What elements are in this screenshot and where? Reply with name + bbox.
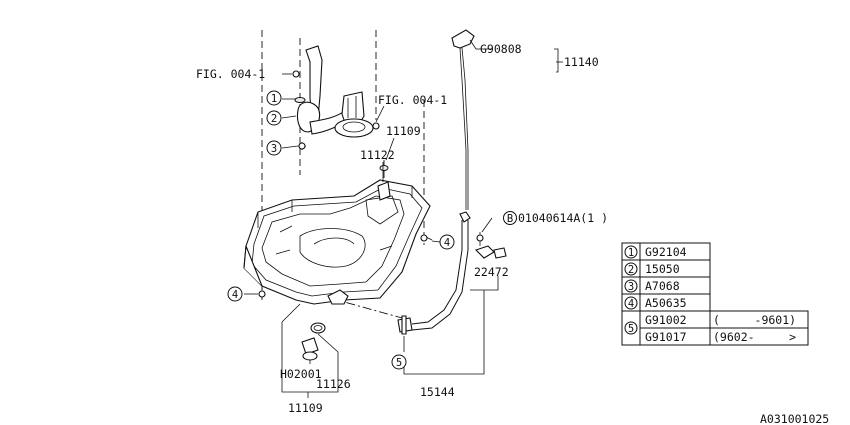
legend-num: 1 (628, 247, 634, 259)
legend-circle-icon (624, 296, 638, 310)
legend-num: 4 (628, 298, 634, 310)
dipstick (451, 29, 475, 210)
legend-part: G91002 (645, 313, 687, 327)
legend-part: G92104 (645, 245, 687, 259)
oil-pan (243, 165, 431, 305)
callout-22472: 22472 (474, 265, 509, 279)
legend-circle-icon (624, 279, 638, 293)
bolt-icon (420, 234, 428, 242)
diagram-id: A031001025 (760, 412, 829, 425)
marker-circle-icon (266, 90, 282, 106)
legend-table: 1 G92104 2 15050 3 A7068 4 A50635 5 G910… (621, 242, 809, 346)
callout-h02001: H02001 (280, 367, 322, 381)
callout-15144: 15144 (420, 385, 455, 399)
legend-note: ( -9601) (713, 313, 796, 327)
legend-num: 3 (628, 281, 634, 293)
marker-1: 1 (271, 93, 277, 105)
legend-num: 5 (628, 323, 634, 335)
marker-circle-icon (503, 211, 517, 225)
washer-icon (310, 322, 326, 334)
gasket-ring-icon (294, 97, 306, 103)
legend-note: (9602- > (713, 330, 796, 344)
callout-labels: FIG. 004-1 FIG. 004-1 11109 11122 G90808… (196, 42, 608, 415)
legend-part: A50635 (645, 296, 687, 310)
circled-markers: 1 2 3 4 4 5 B (227, 90, 517, 370)
legend-circle-icon (624, 262, 638, 276)
legend-part: A7068 (645, 279, 680, 293)
legend-circle-icon (624, 321, 638, 335)
marker-2: 2 (271, 113, 277, 125)
bolt-icon (292, 70, 300, 78)
bolt-icon (258, 290, 266, 298)
callout-fig-left: FIG. 004-1 (196, 67, 265, 81)
marker-circle-icon (439, 234, 455, 250)
legend-circle-icon (624, 245, 638, 259)
callout-11109-top: 11109 (386, 124, 421, 138)
legend-num: 2 (628, 264, 634, 276)
leader-lines (244, 39, 563, 398)
callout-bolt-b: 01040614A(1 ) (518, 211, 608, 225)
dipstick-handle-icon (451, 29, 475, 49)
bolt-icon (372, 122, 380, 130)
legend-part: 15050 (645, 262, 680, 276)
marker-4-left: 4 (232, 289, 238, 301)
marker-circle-icon (227, 286, 243, 302)
bolt-icon (298, 142, 306, 150)
drain-plug (301, 322, 326, 361)
callout-11109-bottom: 11109 (288, 401, 323, 415)
callout-11126: 11126 (316, 377, 351, 391)
marker-circle-icon (266, 110, 282, 126)
callout-fig-right: FIG. 004-1 (378, 93, 447, 107)
marker-3: 3 (271, 143, 277, 155)
drain-plug-icon (302, 351, 318, 361)
legend-part: G91017 (645, 330, 687, 344)
callout-11122: 11122 (360, 148, 395, 162)
pan-bolts (258, 234, 433, 298)
oil-strainer (292, 45, 380, 150)
marker-circle-icon (391, 354, 407, 370)
marker-4-right: 4 (444, 237, 450, 249)
bolt-icon (476, 234, 484, 242)
marker-b: B (507, 213, 513, 225)
marker-circle-icon (266, 140, 282, 156)
callout-g90808: G90808 (480, 42, 522, 56)
callout-11140: 11140 (564, 55, 599, 69)
marker-5: 5 (396, 357, 402, 369)
dipstick-guide (397, 211, 507, 335)
